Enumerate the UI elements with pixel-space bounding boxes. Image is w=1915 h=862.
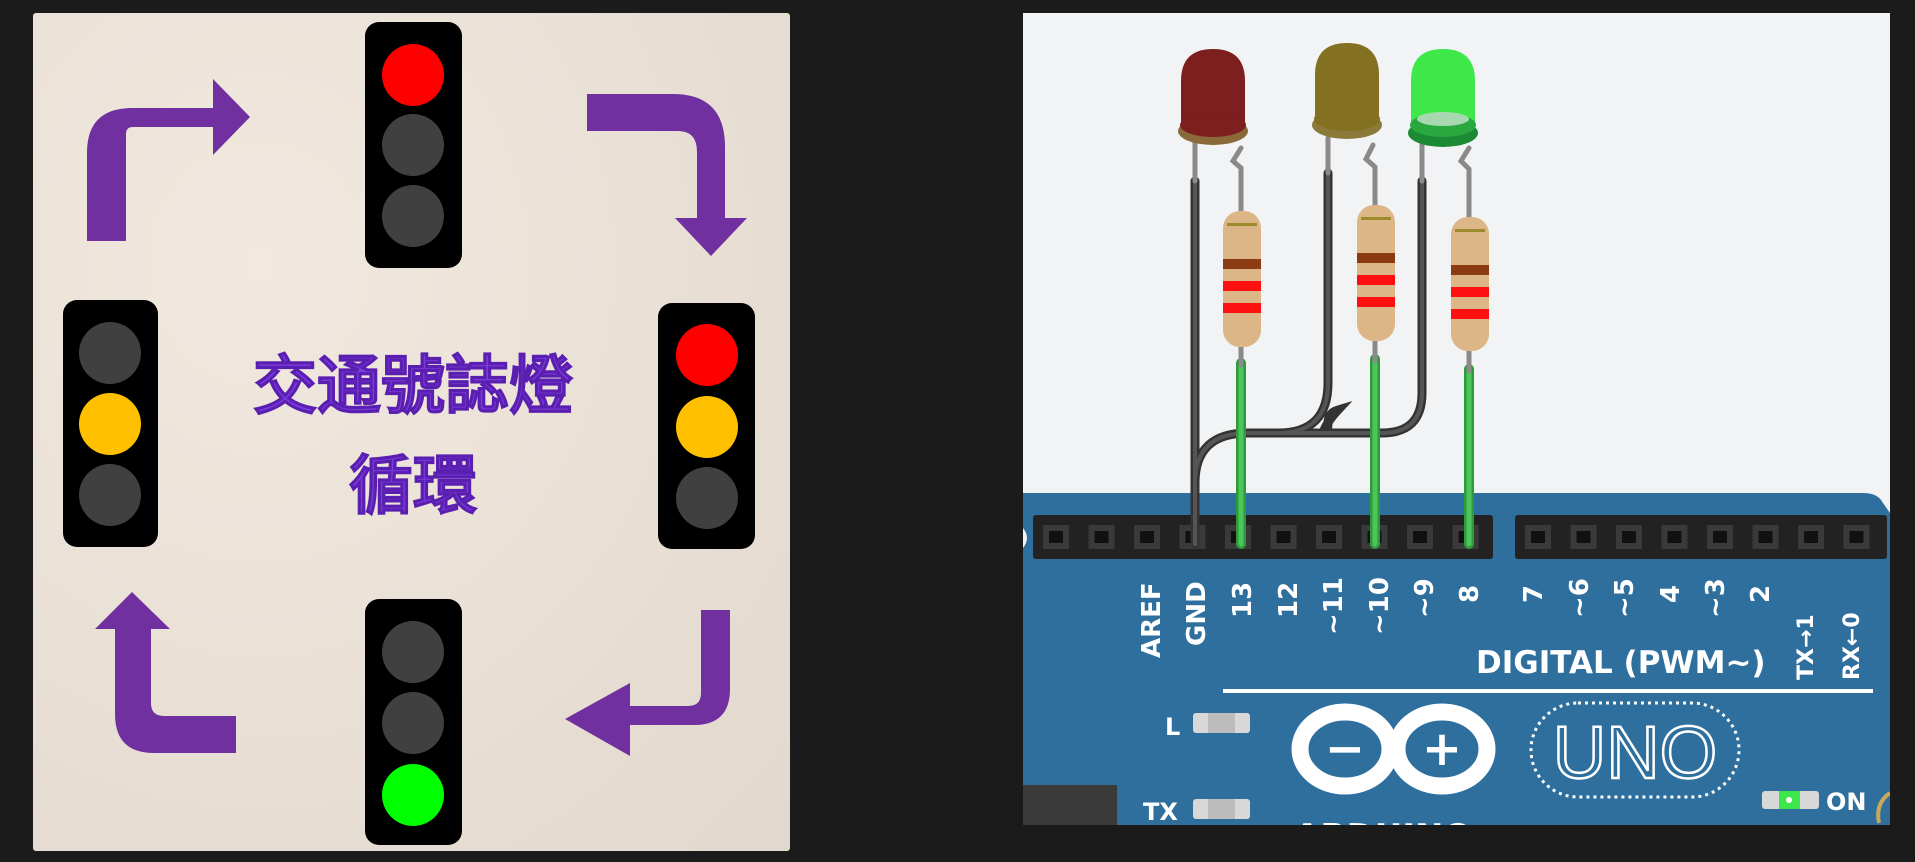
arrow-up-right (87, 79, 250, 241)
led-tx-label: TX (1143, 798, 1178, 825)
uno-label: UNO (1553, 711, 1717, 794)
cycle-diagram: 交通號誌燈 循環 (63, 22, 755, 845)
traffic-light-cycle-panel: 交通號誌燈 循環 (33, 13, 790, 851)
arrow-right-down (587, 94, 747, 256)
header-left-socket-hole (1276, 531, 1291, 543)
traffic-light-left (63, 300, 158, 547)
green-led (1408, 49, 1478, 147)
arduino-logo (1291, 703, 1496, 795)
arduino-brand: ARDUINO (1294, 817, 1472, 825)
pin-label: ~5 (1610, 578, 1640, 618)
logo-plus: + (1422, 721, 1462, 777)
pin-label: 2 (1746, 585, 1776, 603)
pin-label: RX←0 (1840, 612, 1865, 680)
pin-label: TX→1 (1794, 614, 1819, 680)
header-right-socket-hole (1531, 531, 1545, 543)
pin-label: 13 (1228, 582, 1258, 618)
header-right-socket-hole (1713, 531, 1727, 543)
header-right-socket-hole (1622, 531, 1636, 543)
header-left-socket-hole (1413, 531, 1427, 543)
header-right (1515, 515, 1887, 559)
pin-label: 12 (1274, 582, 1304, 618)
traffic-light-bottom (365, 599, 462, 845)
header-right-socket-hole (1576, 531, 1591, 543)
pin-labels-right: 7 ~6 ~5 4 ~3 2 TX→1 RX←0 (1519, 578, 1865, 680)
usb-connector (1023, 785, 1117, 825)
pin-label: GND (1182, 581, 1212, 646)
circuit-diagram: AREF GND 13 12 ~11 ~10 ~9 8 7 ~6 ~5 4 ~3… (1023, 43, 1890, 825)
pin-label: ~10 (1365, 577, 1395, 635)
arduino-circuit-panel: AREF GND 13 12 ~11 ~10 ~9 8 7 ~6 ~5 4 ~3… (1023, 13, 1890, 825)
pin-labels-left: AREF GND 13 12 ~11 ~10 ~9 8 (1137, 577, 1485, 658)
pin-label: 8 (1455, 585, 1485, 603)
header-left-socket-hole (1322, 531, 1336, 543)
title-line1: 交通號誌燈 (253, 349, 573, 424)
red-led (1178, 49, 1248, 145)
pin-label: AREF (1137, 582, 1167, 658)
light-red (676, 324, 738, 386)
pin-label: ~11 (1319, 577, 1349, 635)
header-right-socket-hole (1758, 531, 1773, 543)
header-left-socket-hole (1140, 531, 1154, 543)
arduino-board (1023, 493, 1890, 825)
on-label: ON (1826, 788, 1867, 816)
arrow-left-up (95, 592, 236, 753)
resistor-red (1223, 211, 1261, 347)
pin-label: 4 (1656, 585, 1686, 603)
yellow-led (1312, 43, 1382, 139)
digital-pwm-label: DIGITAL (PWM~) (1476, 645, 1766, 681)
title-line2: 循環 (349, 449, 477, 524)
led-l-label: L (1165, 713, 1180, 741)
header-right-socket-hole (1849, 531, 1864, 543)
light-yellow (676, 396, 738, 458)
header-left-socket-hole (1049, 531, 1063, 543)
header-left-socket-hole (1094, 531, 1109, 543)
arrow-down-left (565, 610, 730, 756)
light-yellow (79, 393, 141, 455)
pin-label: 7 (1519, 585, 1549, 603)
resistor-yellow (1357, 205, 1395, 341)
traffic-light-top (365, 22, 462, 268)
logo-minus: − (1325, 721, 1365, 777)
pin-label: ~3 (1701, 578, 1731, 618)
header-right-socket-hole (1667, 531, 1682, 543)
uno-badge (1529, 701, 1741, 799)
light-red (382, 44, 444, 106)
resistor-green (1451, 217, 1489, 351)
pin-label: ~6 (1565, 578, 1595, 618)
light-green (382, 764, 444, 826)
traffic-light-right (658, 303, 755, 549)
pin-label: ~9 (1410, 578, 1440, 618)
header-right-socket-hole (1804, 531, 1818, 543)
digital-underline (1223, 689, 1873, 693)
